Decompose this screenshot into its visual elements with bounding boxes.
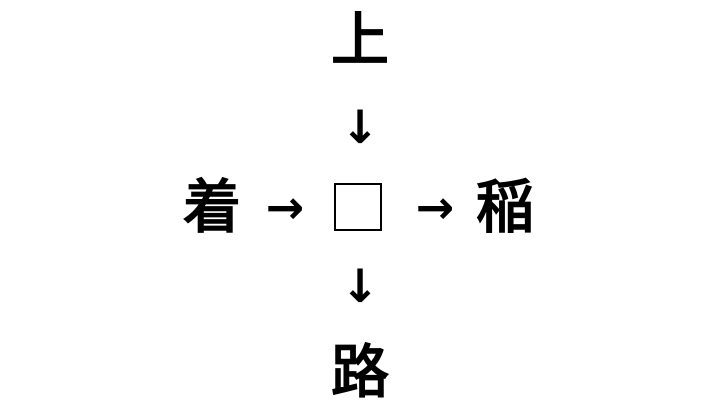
right-kanji: 稲 [475, 173, 534, 241]
answer-blank-box[interactable] [334, 183, 382, 231]
arrow-right-icon: → [265, 180, 305, 234]
bottom-kanji: 路 [330, 338, 389, 406]
top-kanji: 上 [330, 6, 389, 74]
arrow-down-icon: ↓ [340, 100, 380, 154]
left-kanji: 着 [182, 173, 241, 241]
arrow-right-icon: → [415, 180, 455, 234]
arrow-down-icon: ↓ [340, 259, 380, 313]
